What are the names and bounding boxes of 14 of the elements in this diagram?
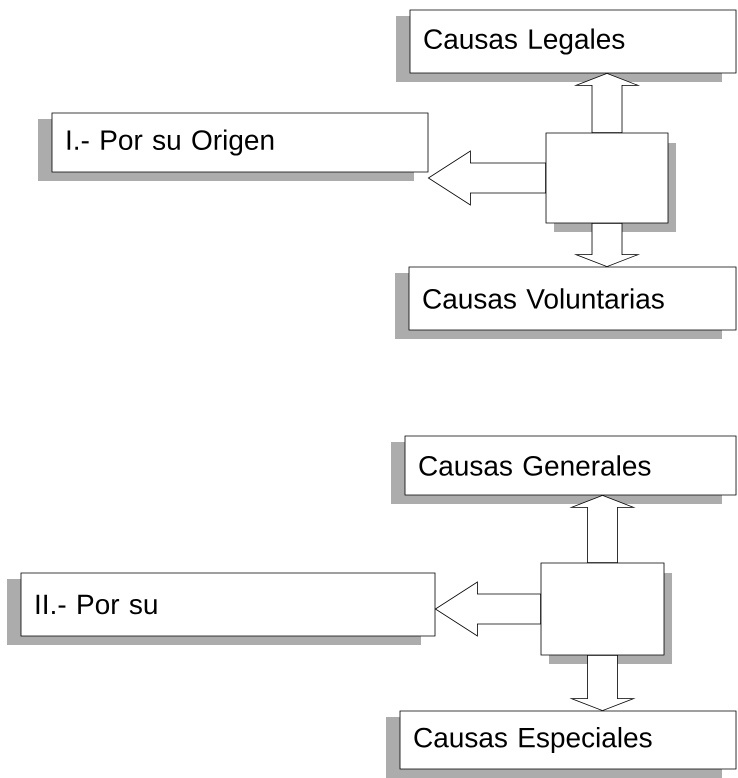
- hub-box: [546, 132, 676, 232]
- block-arrow: [428, 150, 546, 206]
- block-arrow: [569, 494, 636, 563]
- text-box: I.- Por su Origen: [38, 112, 428, 181]
- text-box: Causas Legales: [396, 10, 736, 82]
- block-arrow: [574, 223, 640, 268]
- text-box: Causas Generales: [391, 436, 736, 504]
- text-box: II.- Por su: [7, 572, 436, 645]
- text-box: Causas Especiales: [386, 710, 736, 778]
- block-arrow: [569, 655, 636, 712]
- block-arrow: [434, 581, 541, 637]
- block-arrow: [574, 72, 640, 133]
- hub-box: [540, 562, 672, 664]
- text-box: Causas Voluntarias: [395, 266, 736, 339]
